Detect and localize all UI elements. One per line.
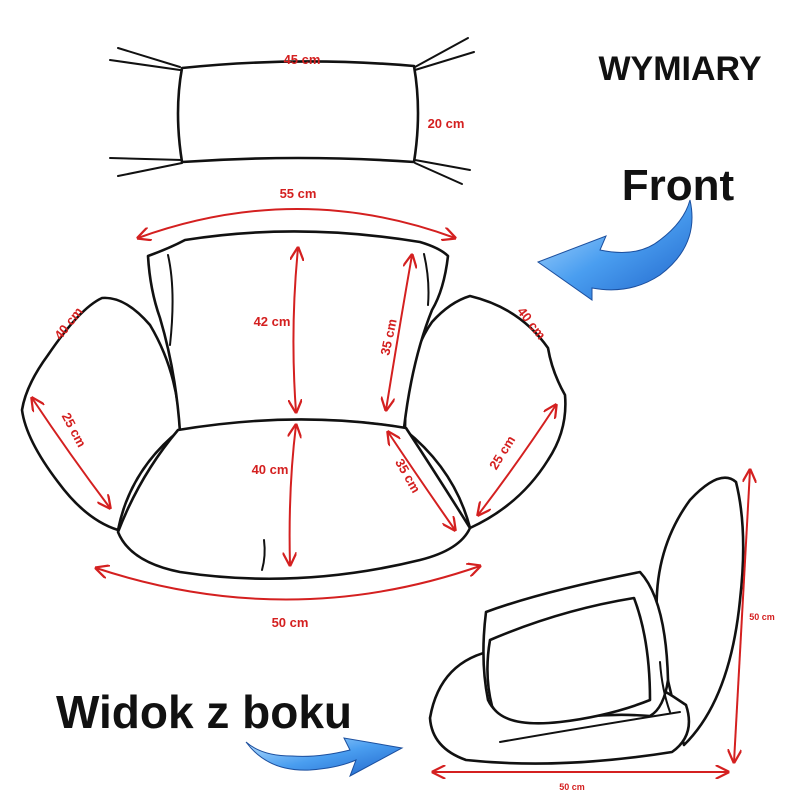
pillow-drawing xyxy=(109,37,475,185)
front-dimension-arrows xyxy=(32,208,556,601)
back-seam-left xyxy=(167,254,174,346)
seat-depth-arrow xyxy=(290,425,296,565)
front-chair-drawing xyxy=(20,230,567,581)
seat-width-label: 50 cm xyxy=(272,615,309,630)
back-seam-right xyxy=(423,253,430,306)
left-arm-inner-arrow xyxy=(32,398,110,508)
side-dimension-arrows xyxy=(433,470,750,772)
right-arm-inner-arrow xyxy=(478,405,556,515)
back-width-label: 55 cm xyxy=(280,186,317,201)
side-chair-drawing xyxy=(428,476,745,765)
pillow-width-label: 45 cm xyxy=(284,52,321,67)
pillow-body xyxy=(176,60,420,164)
back-cushion xyxy=(146,230,450,434)
back-side-height-arrow xyxy=(386,255,412,410)
side-height-arrow xyxy=(734,470,750,762)
back-height-arrow xyxy=(293,248,298,412)
seat-side-depth-arrow xyxy=(388,432,455,530)
back-height-label: 42 cm xyxy=(254,314,291,329)
side-arm-front xyxy=(486,596,652,725)
back-side-height-label: 35 cm xyxy=(377,317,399,356)
back-width-arrow xyxy=(138,208,455,238)
side-blue-arrow-icon xyxy=(245,737,404,778)
side-zipper xyxy=(499,711,681,743)
seat-depth-label: 40 cm xyxy=(252,462,289,477)
front-label: Front xyxy=(622,161,735,210)
side-view-label: Widok z boku xyxy=(56,686,352,738)
side-height-label: 50 cm xyxy=(749,612,775,622)
side-depth-label: 50 cm xyxy=(559,782,585,792)
pillow-height-label: 20 cm xyxy=(428,116,465,131)
side-zipper-back xyxy=(659,661,671,713)
pillow-ties xyxy=(109,37,475,185)
seat-width-arrow xyxy=(96,566,480,601)
front-blue-arrow-icon xyxy=(536,199,693,301)
dimensions-title: WYMIARY xyxy=(598,50,761,88)
